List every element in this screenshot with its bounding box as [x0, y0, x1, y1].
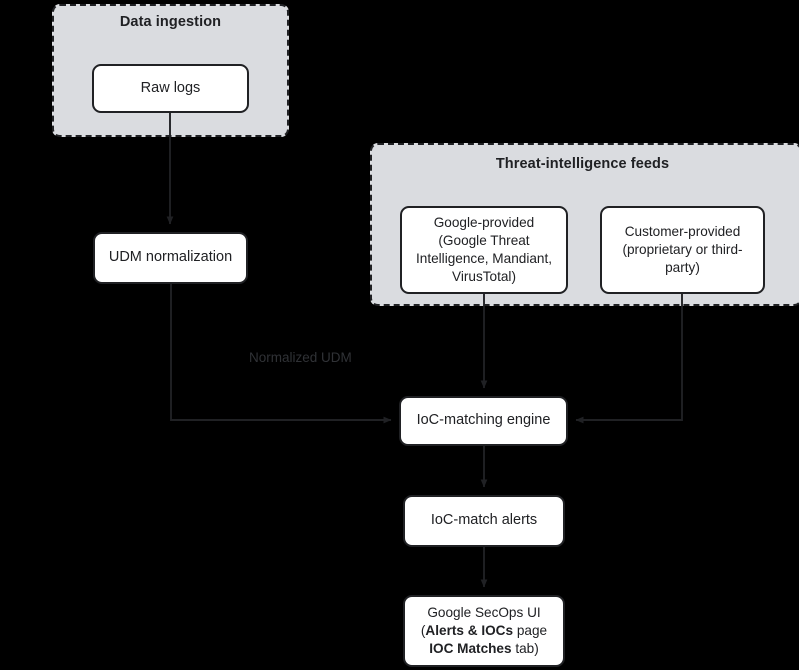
node-udm-normalization-label: UDM normalization	[108, 249, 233, 266]
node-google-provided-line4: VirusTotal)	[452, 268, 516, 284]
node-customer-provided-line3: party)	[665, 259, 700, 275]
node-ioc-match-alerts[interactable]: IoC-match alerts	[403, 495, 565, 547]
node-google-secops-ui-line1: Google SecOps UI	[427, 605, 541, 621]
node-google-secops-ui-line3-bold: IOC Matches	[429, 640, 512, 656]
node-google-provided[interactable]: Google-provided (Google Threat Intellige…	[400, 206, 568, 294]
edge-label-normalized-udm: Normalized UDM	[249, 350, 352, 365]
node-google-secops-ui-line2-rest: page	[516, 623, 548, 639]
group-threat-intelligence-feeds-title: Threat-intelligence feeds	[495, 156, 670, 172]
node-raw-logs[interactable]: Raw logs	[92, 64, 249, 113]
node-ioc-matching-engine-label: IoC-matching engine	[416, 412, 551, 429]
node-google-provided-label: Google-provided (Google Threat Intellige…	[409, 214, 559, 286]
node-google-secops-ui-line2-prefix: (	[420, 623, 426, 639]
node-ioc-match-alerts-label: IoC-match alerts	[430, 512, 538, 529]
edge-customer-feed-to-engine	[575, 293, 683, 424]
node-customer-provided-label: Customer-provided (proprietary or third-…	[609, 223, 756, 277]
node-google-secops-ui-line3-rest: tab)	[515, 640, 539, 656]
node-google-secops-ui-label: Google SecOps UI (Alerts & IOCs page IOC…	[412, 604, 556, 658]
node-google-secops-ui[interactable]: Google SecOps UI (Alerts & IOCs page IOC…	[403, 595, 565, 667]
node-customer-provided-line1: Customer-provided	[624, 224, 741, 240]
node-google-provided-line3: Intelligence, Mandiant,	[415, 251, 553, 266]
node-udm-normalization[interactable]: UDM normalization	[93, 232, 248, 284]
node-ioc-matching-engine[interactable]: IoC-matching engine	[399, 396, 568, 446]
node-customer-provided-line2: (proprietary or third-	[622, 242, 743, 258]
group-data-ingestion-title: Data ingestion	[119, 14, 222, 30]
node-google-provided-line2: (Google Threat	[438, 233, 530, 249]
node-customer-provided[interactable]: Customer-provided (proprietary or third-…	[600, 206, 765, 294]
node-raw-logs-label: Raw logs	[140, 79, 201, 96]
node-google-secops-ui-line2-bold: Alerts & IOCs	[425, 623, 514, 639]
node-google-provided-line1: Google-provided	[433, 215, 535, 231]
